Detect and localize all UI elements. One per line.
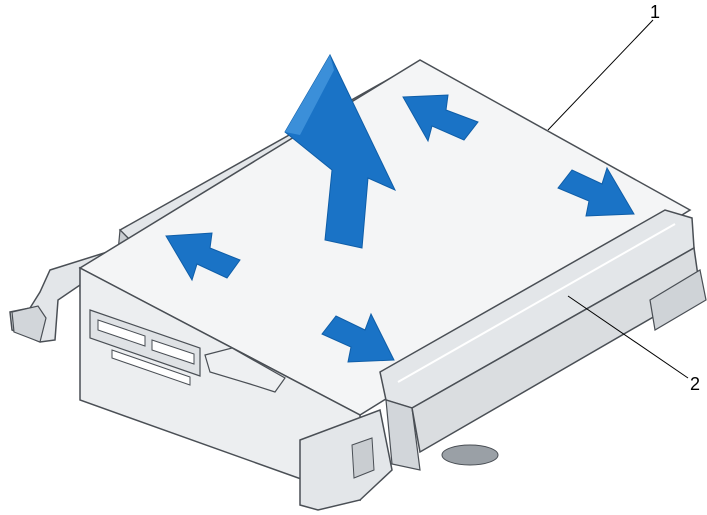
callout-2-label: 2 xyxy=(690,374,700,394)
callout-1-label: 1 xyxy=(650,2,660,22)
callout-1-leader xyxy=(548,20,653,130)
